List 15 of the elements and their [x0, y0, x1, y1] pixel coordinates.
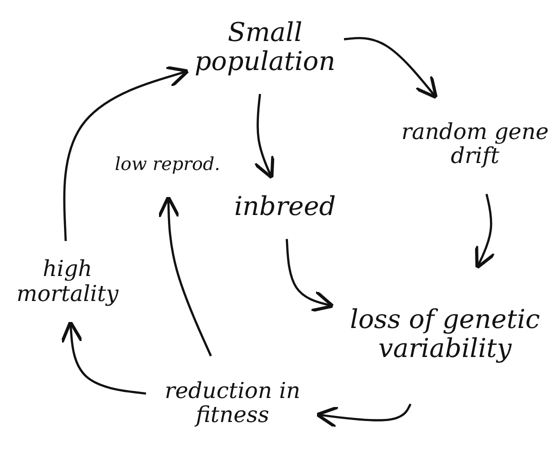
arrow [286, 238, 334, 312]
arrow [157, 195, 212, 356]
handwritten-label: loss of genetic variability [349, 306, 541, 364]
handwritten-label: random gene drift [400, 120, 550, 170]
arrow [344, 36, 438, 100]
arrow [253, 94, 274, 180]
handwritten-label: low reprod. [114, 155, 220, 175]
handwritten-label: high mortality [16, 258, 120, 307]
handwritten-label: Small population [194, 18, 336, 76]
arrow [315, 404, 412, 428]
handwritten-label: reduction in fitness [164, 380, 302, 428]
arrow [475, 194, 496, 270]
handwritten-label: inbreed [234, 193, 336, 222]
arrow [60, 320, 146, 395]
arrow [63, 66, 190, 242]
